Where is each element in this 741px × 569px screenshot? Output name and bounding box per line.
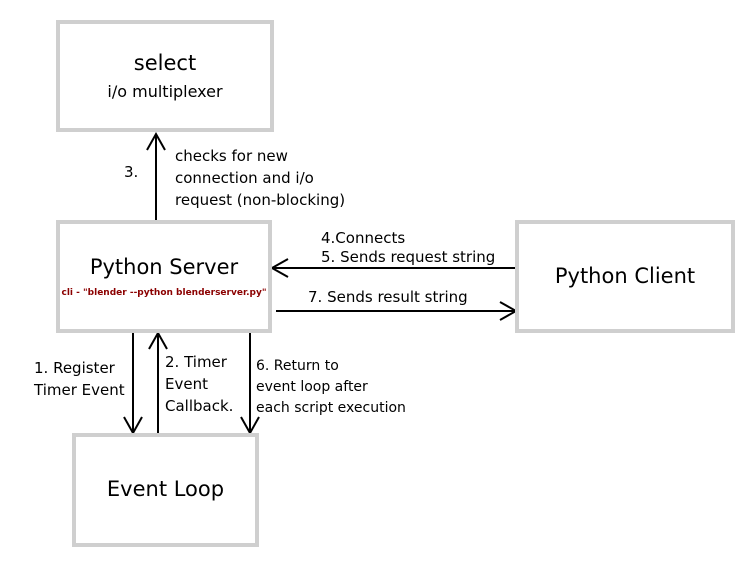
event-loop-title: Event Loop [106, 477, 225, 502]
select-node: select i/o multiplexer [56, 20, 274, 132]
label-checks-step: 3. [124, 163, 139, 181]
label-timer-line2: Event [165, 375, 208, 393]
label-return-line3: each script execution [256, 400, 406, 416]
label-checks-line2: connection and i/o [175, 169, 314, 187]
label-result-line1: 7. Sends result string [308, 288, 468, 306]
label-connects: 4.Connects 5. Sends request string [321, 229, 495, 267]
label-return-line2: event loop after [256, 379, 368, 395]
python-server-cli: cli - "blender --python blenderserver.py… [61, 288, 267, 299]
label-checks-line1: checks for new [175, 147, 288, 165]
label-return-line1: 6. Return to [256, 358, 339, 374]
label-checks: checks for new connection and i/o reques… [175, 145, 345, 211]
label-timer-line1: 2. Timer [165, 353, 227, 371]
arrowhead-connects [269, 258, 289, 278]
arrowhead-timer [148, 330, 168, 350]
label-register-line2: Timer Event [34, 381, 125, 399]
python-server-node: Python Server cli - "blender --python bl… [56, 220, 272, 333]
label-timer-line3: Callback. [165, 397, 234, 415]
label-connects-line2: 5. Sends request string [321, 248, 496, 266]
select-subtitle: i/o multiplexer [107, 82, 223, 102]
label-timer: 2. Timer Event Callback. [165, 351, 233, 417]
event-loop-node: Event Loop [72, 433, 259, 547]
label-return: 6. Return to event loop after each scrip… [256, 356, 406, 419]
python-server-title: Python Server [89, 254, 239, 279]
select-title: select [133, 50, 197, 75]
arrowhead-checks [146, 131, 166, 151]
python-client-node: Python Client [515, 220, 735, 333]
label-checks-line3: request (non-blocking) [175, 191, 346, 209]
python-client-title: Python Client [554, 263, 696, 288]
label-result: 7. Sends result string [308, 286, 468, 308]
label-connects-line1: 4.Connects [321, 229, 406, 247]
label-register: 1. Register Timer Event [34, 357, 125, 401]
label-register-line1: 1. Register [34, 359, 115, 377]
